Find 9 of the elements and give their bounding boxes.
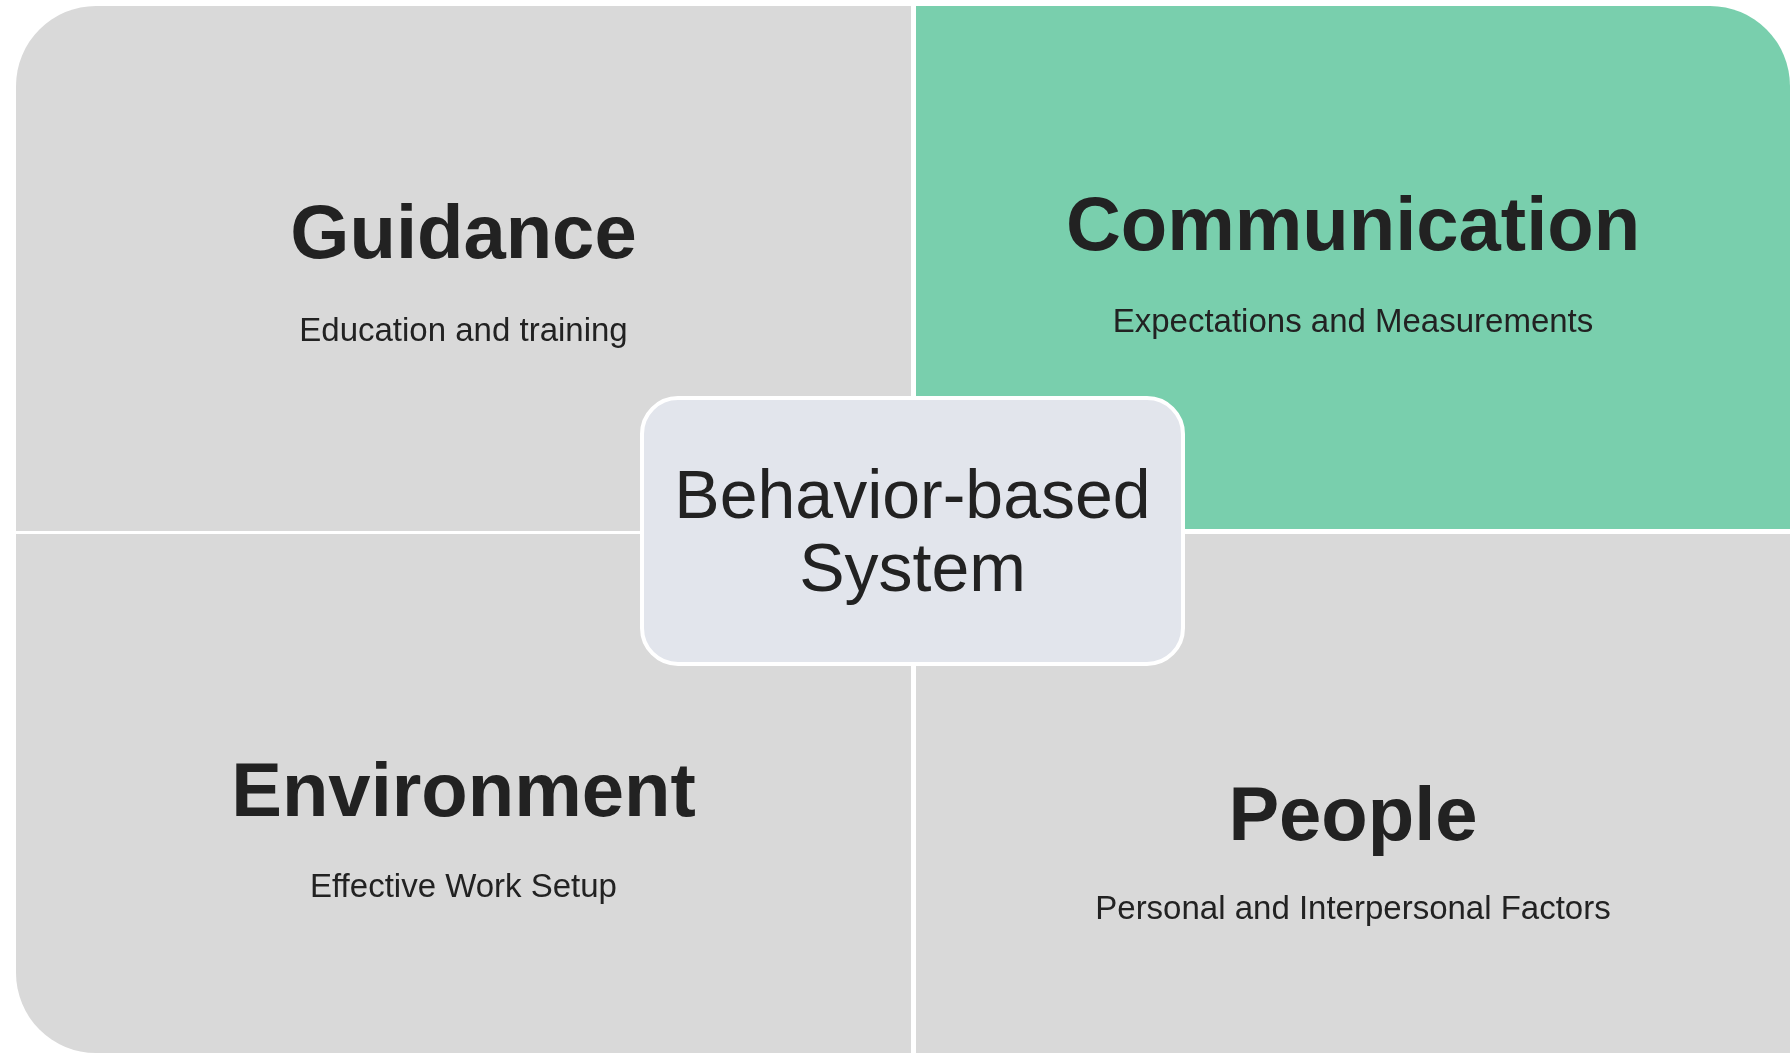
panel-title: Communication <box>1064 186 1642 262</box>
panel-title: Environment <box>230 752 697 828</box>
panel-subtitle: Effective Work Setup <box>309 866 618 906</box>
panel-subtitle: Education and training <box>298 310 629 350</box>
center-label: Behavior-based System <box>673 457 1152 605</box>
panel-subtitle: Expectations and Measurements <box>1111 301 1595 341</box>
panel-subtitle: Personal and Interpersonal Factors <box>1094 888 1612 928</box>
center-box <box>640 396 1185 666</box>
panel-title: Guidance <box>289 194 638 270</box>
